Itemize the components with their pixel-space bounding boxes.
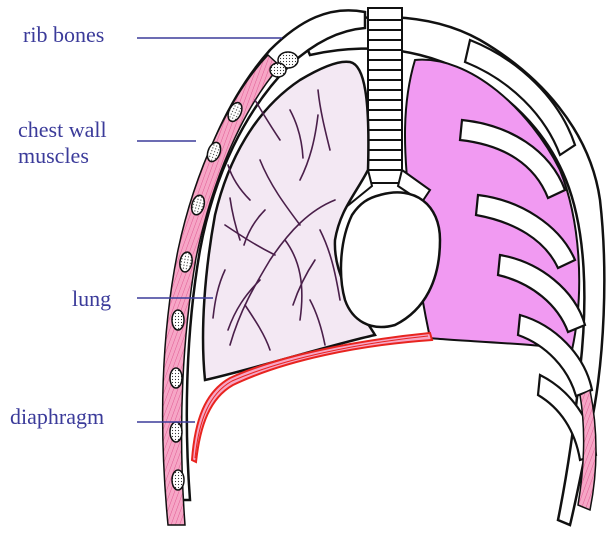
label-chest-wall-muscles: chest wall muscles xyxy=(18,117,107,169)
trachea xyxy=(368,8,402,183)
label-chest-wall-line2: muscles xyxy=(18,143,107,169)
label-chest-wall-line1: chest wall xyxy=(18,117,107,143)
label-rib-bones: rib bones xyxy=(23,22,104,48)
label-lung: lung xyxy=(72,286,111,312)
label-diaphragm: diaphragm xyxy=(10,404,104,430)
